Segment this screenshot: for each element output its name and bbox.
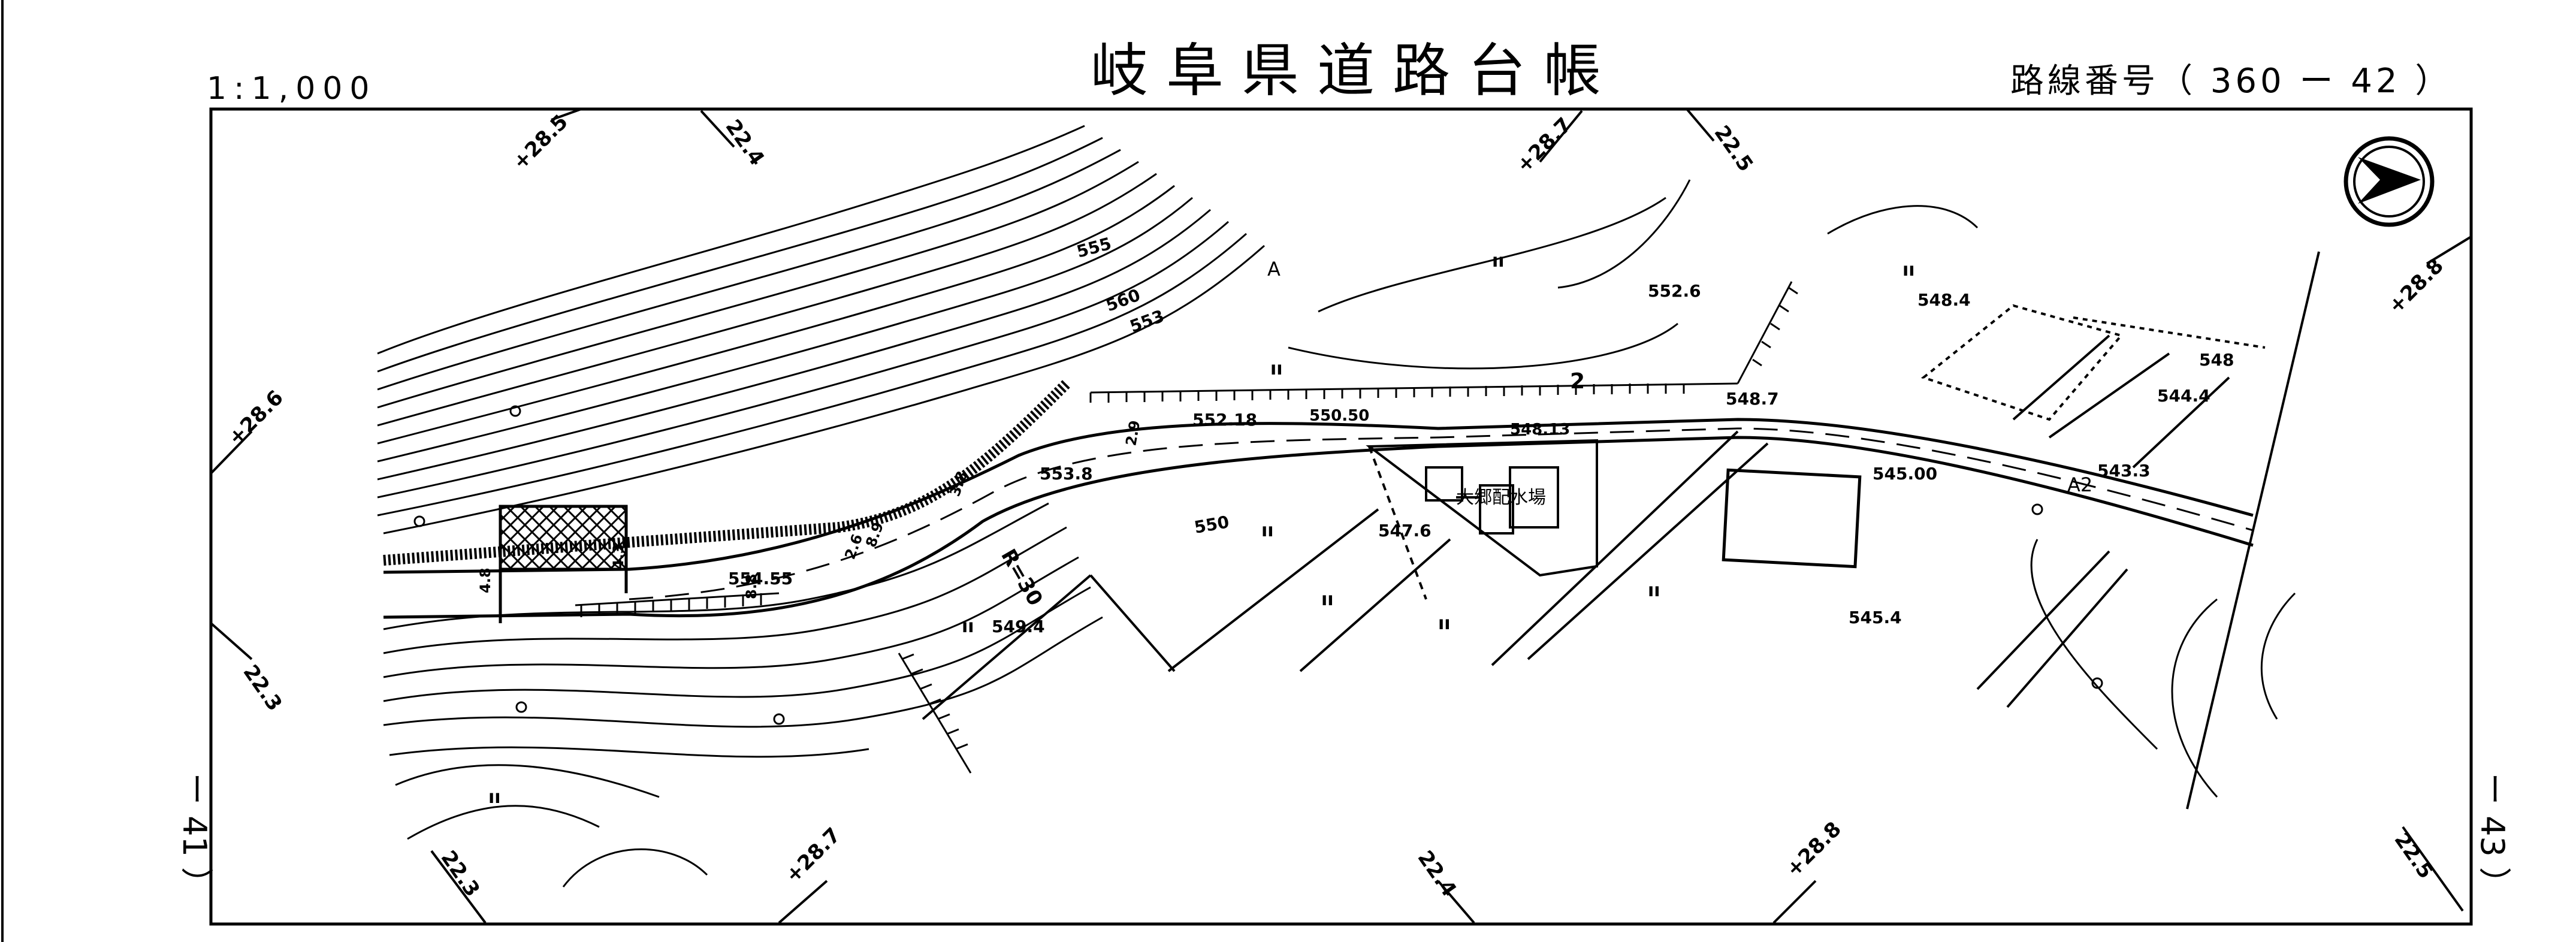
land-use-marks: ıı ıı ıı ıı ıı ıı ıı ıı ıı — [488, 250, 1915, 808]
elevation-label: 560 — [1103, 285, 1143, 316]
road-outline — [383, 418, 2254, 619]
elevation-labels: 552.6 548.4 552.18 550.50 548.13 548.7 5… — [728, 234, 2234, 636]
slope-hatching — [575, 281, 1798, 774]
dimension-label: 2 — [1570, 369, 1585, 394]
offset-label: 22.5 — [2390, 828, 2438, 883]
land-use-mark: ıı — [1438, 613, 1451, 634]
scale-label: 1:1,000 — [207, 71, 377, 107]
elevation-label: 548 — [2199, 350, 2234, 370]
offset-label: 22.4 — [721, 115, 769, 170]
elevation-label: 554.55 — [728, 569, 793, 588]
elevation-label: 550 — [1192, 512, 1230, 538]
elevation-label: 555 — [1074, 234, 1113, 262]
dimension-label: 8.8 — [743, 573, 760, 599]
land-use-mark: ıı — [1902, 259, 1915, 280]
land-use-mark: ıı — [488, 787, 501, 808]
culvert-structure — [499, 505, 628, 571]
dimension-label: 2.6 — [841, 532, 866, 562]
dimension-labels: 4.8 4.3 8.8 2.6 8.9 3.8 2.9 R=30 2 — [477, 369, 1585, 610]
elevation-label: 548.7 — [1726, 389, 1779, 409]
land-use-mark: ıı — [1261, 520, 1274, 541]
field-boundaries — [922, 251, 2320, 810]
dimension-label: 4.3 — [610, 544, 627, 569]
elevation-label: 548.4 — [1917, 290, 1971, 310]
contour-lines — [377, 125, 2296, 887]
elevation-label: 545.00 — [1873, 464, 1937, 484]
facility-label: 大郷配水場 — [1456, 487, 1546, 508]
line-label: A — [1267, 258, 1281, 280]
building — [1722, 468, 1862, 569]
station-label: +28.6 — [224, 386, 288, 451]
land-use-mark: ıı — [962, 616, 974, 637]
dimension-label: 2.9 — [1122, 419, 1143, 447]
station-label: +28.8 — [2384, 254, 2448, 319]
line-label: A2 — [2067, 473, 2092, 496]
elevation-label: 547.6 — [1378, 521, 1432, 541]
offset-label: 22.3 — [436, 846, 485, 901]
station-label: +28.5 — [508, 110, 573, 175]
dimension-label: 4.8 — [477, 567, 494, 593]
dimension-label: 3.8 — [946, 469, 971, 499]
station-label: +28.8 — [1781, 817, 1846, 882]
land-use-mark: ıı — [1270, 358, 1283, 379]
elevation-label: 544.4 — [2157, 386, 2210, 406]
adjacent-sheet-right: ー 43 ） — [2474, 773, 2511, 900]
elevation-label: 543.3 — [2097, 461, 2151, 481]
offset-label: 22.4 — [1413, 846, 1461, 901]
elevation-label: 548.13 — [1510, 421, 1570, 439]
station-ticks — [210, 108, 2472, 924]
route-number: 路線番号（ 360 ー 42 ） — [2010, 62, 2453, 101]
north-arrow-icon — [2344, 136, 2435, 227]
offset-label: 22.3 — [238, 660, 287, 715]
land-use-mark: ıı — [1648, 580, 1660, 601]
elevation-label: 545.4 — [1849, 608, 1902, 627]
survey-points — [413, 405, 2103, 725]
elevation-label: 550.50 — [1309, 407, 1369, 425]
station-label: +28.7 — [1512, 113, 1577, 178]
elevation-label: 553.8 — [1040, 464, 1093, 484]
line-labels: A A2 — [1267, 258, 2092, 496]
adjacent-sheet-left: ー 41 ） — [176, 773, 213, 900]
land-use-mark: ıı — [1321, 589, 1334, 610]
station-labels: +28.5 +28.6 +28.7 +28.8 +28.7 +28.8 — [224, 110, 2448, 888]
elevation-label: 552.18 — [1192, 410, 1257, 430]
offset-label: 22.5 — [1710, 121, 1758, 176]
map-title: 岐阜県道路台帳 — [1091, 37, 1619, 104]
station-label: +28.7 — [781, 823, 845, 888]
elevation-label: 549.4 — [992, 617, 1045, 636]
land-use-mark: ıı — [1492, 250, 1505, 271]
elevation-label: 552.6 — [1648, 281, 1701, 301]
